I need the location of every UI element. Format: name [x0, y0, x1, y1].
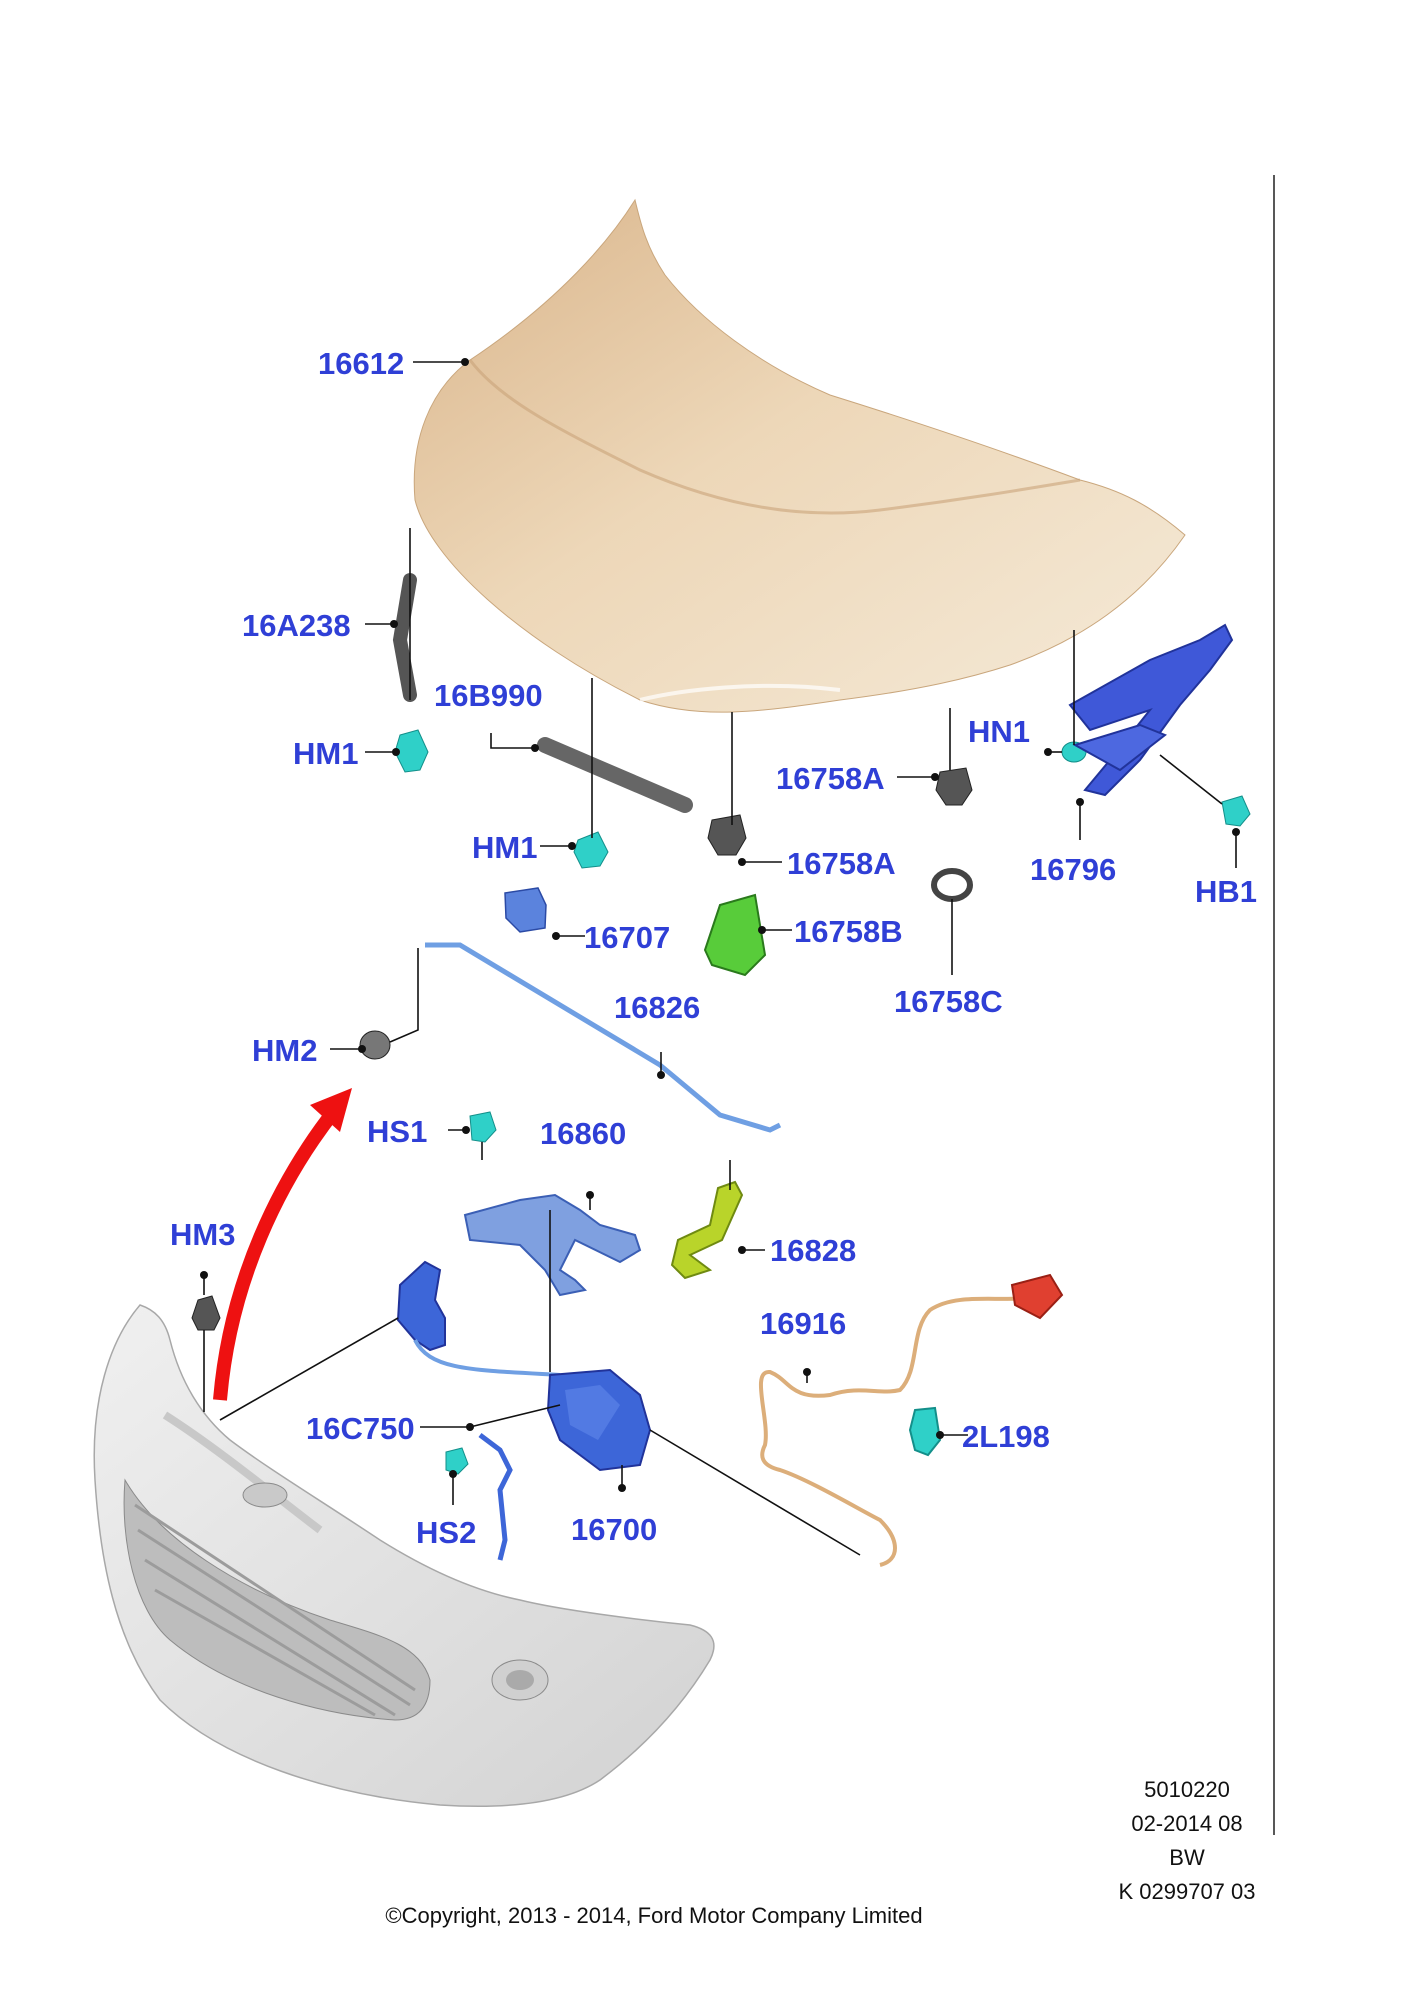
label-HS2: HS2 [416, 1515, 476, 1550]
label-16826: 16826 [614, 990, 700, 1025]
label-16758A-right: 16758A [776, 761, 885, 796]
label-16B990: 16B990 [434, 678, 543, 713]
initials: BW [1169, 1845, 1205, 1870]
label-16796: 16796 [1030, 852, 1116, 887]
label-HM2: HM2 [252, 1033, 317, 1068]
label-16860: 16860 [540, 1116, 626, 1151]
label-HS1: HS1 [367, 1114, 427, 1149]
label-16A238: 16A238 [242, 608, 351, 643]
bracket-16758B [703, 893, 767, 977]
doc-code: K 0299707 03 [1118, 1879, 1255, 1904]
bump-stop-16758A-center [707, 814, 747, 856]
hood-seal-16B990 [537, 737, 693, 813]
latch-16700 [546, 1368, 652, 1472]
release-lever [396, 1260, 446, 1352]
ref-number: 5010220 [1144, 1777, 1230, 1802]
leader-lines [200, 358, 1240, 1556]
direction-arrow [213, 1088, 352, 1401]
bolt-HS1 [469, 1111, 497, 1143]
label-16916: 16916 [760, 1306, 846, 1341]
label-HM1-center: HM1 [472, 830, 537, 865]
guide-16707 [504, 887, 547, 933]
bolt-HB1 [1221, 795, 1251, 827]
label-2L198: 2L198 [962, 1419, 1050, 1454]
label-HM3: HM3 [170, 1217, 235, 1252]
prop-rod-16826 [425, 942, 782, 1133]
release-cable [413, 1339, 561, 1377]
hood-seal-16A238 [392, 573, 417, 702]
cable-16C750 [478, 1433, 513, 1561]
bump-stop-HM3 [191, 1295, 221, 1331]
hinge-16796 [1068, 623, 1234, 797]
copyright-notice: ©Copyright, 2013 - 2014, Ford Motor Comp… [385, 1903, 922, 1928]
front-bumper [93, 1304, 715, 1808]
clip-HM1-center [573, 831, 609, 869]
label-16C750: 16C750 [306, 1411, 415, 1446]
harness-16916 [759, 1293, 1041, 1567]
label-16758A-center: 16758A [787, 846, 896, 881]
label-HN1: HN1 [968, 714, 1030, 749]
label-16758C: 16758C [894, 984, 1003, 1019]
label-16707: 16707 [584, 920, 670, 955]
bolt-HS2 [445, 1447, 469, 1475]
label-HM1-left: HM1 [293, 736, 358, 771]
date-code: 02-2014 08 [1131, 1811, 1242, 1836]
bump-stop-16758A-right [935, 767, 973, 806]
clip-HM1-left [394, 729, 429, 773]
connector-red [1010, 1273, 1064, 1320]
hook-16828 [670, 1180, 744, 1280]
label-HB1: HB1 [1195, 874, 1257, 909]
label-16758B: 16758B [794, 914, 903, 949]
label-16612: 16612 [318, 346, 404, 381]
bracket-16860 [463, 1193, 642, 1297]
label-16700: 16700 [571, 1512, 657, 1547]
washer-16758C [931, 868, 973, 902]
grommet-HM2 [359, 1030, 391, 1060]
hood-16612 [413, 198, 1186, 713]
switch-2L198 [908, 1406, 942, 1457]
label-16828: 16828 [770, 1233, 856, 1268]
